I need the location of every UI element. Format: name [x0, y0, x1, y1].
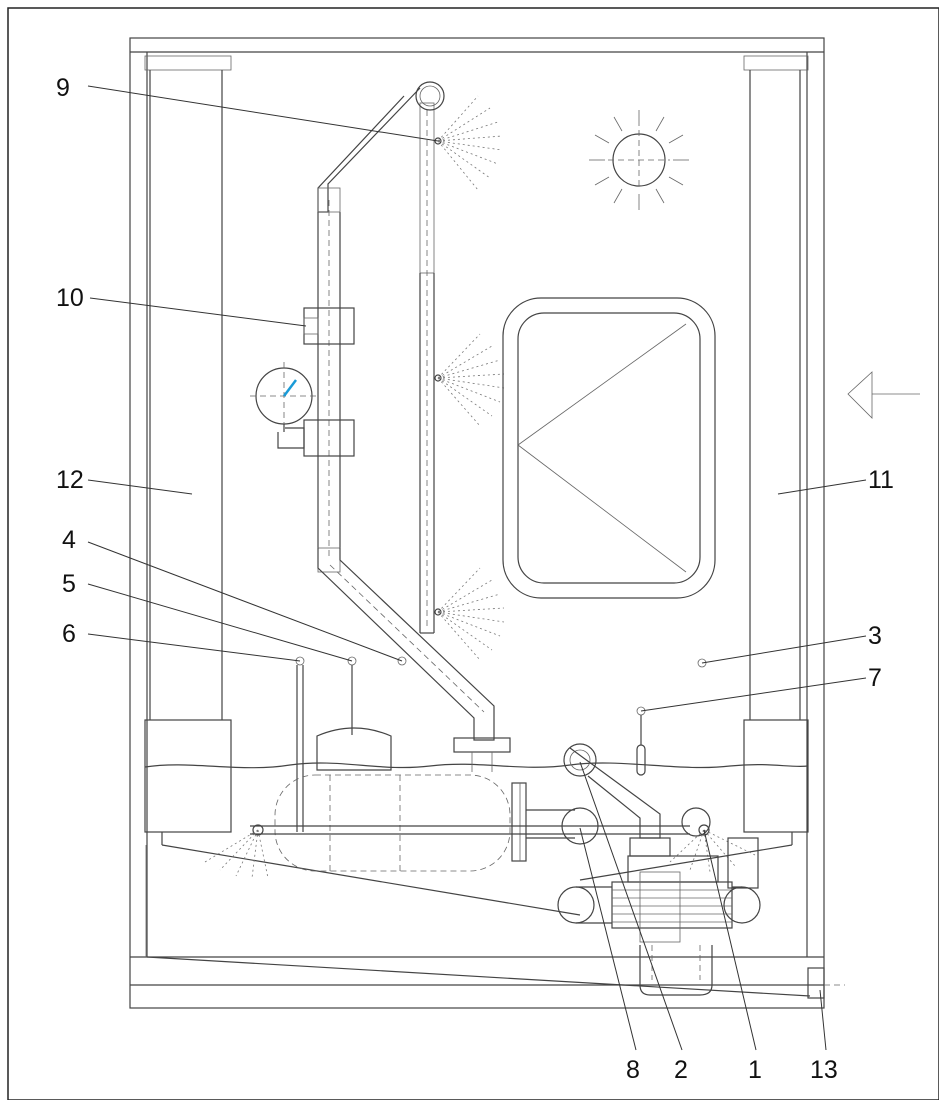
callout-4: 4 — [62, 526, 76, 554]
spray-nozzle-icon — [434, 95, 505, 661]
pump-assembly — [557, 743, 761, 996]
pressure-gauge-icon — [250, 362, 318, 432]
inspection-window — [502, 297, 716, 599]
sun-icon — [589, 110, 689, 210]
float-icon — [316, 727, 392, 771]
right-frame-11 — [743, 55, 809, 845]
callout-11: 11 — [868, 466, 894, 494]
drain-outlet — [807, 967, 825, 999]
callout-labels: 9 10 12 11 4 5 6 3 7 8 2 1 13 — [56, 74, 894, 1084]
cabinet — [129, 37, 845, 1009]
circulation-pipe — [204, 824, 756, 879]
figure-border — [7, 7, 939, 1100]
left-frame-12 — [144, 55, 232, 845]
spray-rack — [419, 102, 435, 634]
callout-13: 13 — [810, 1056, 838, 1084]
callout-1: 1 — [748, 1056, 762, 1084]
callout-5: 5 — [62, 570, 76, 598]
heater-tank — [274, 774, 575, 872]
callout-6: 6 — [62, 620, 76, 648]
inlet-arrow-icon — [847, 371, 920, 419]
leader-lines — [87, 85, 867, 1051]
pipe-flange — [453, 737, 511, 753]
callout-2: 2 — [674, 1056, 688, 1084]
callout-12: 12 — [56, 466, 84, 494]
callout-10: 10 — [56, 284, 84, 312]
callout-3: 3 — [868, 622, 882, 650]
callout-7: 7 — [868, 664, 882, 692]
water-level-line — [144, 762, 809, 769]
supply-pipe — [277, 81, 511, 772]
callout-8: 8 — [626, 1056, 640, 1084]
level-sensors — [295, 656, 707, 832]
callout-9: 9 — [56, 74, 70, 102]
